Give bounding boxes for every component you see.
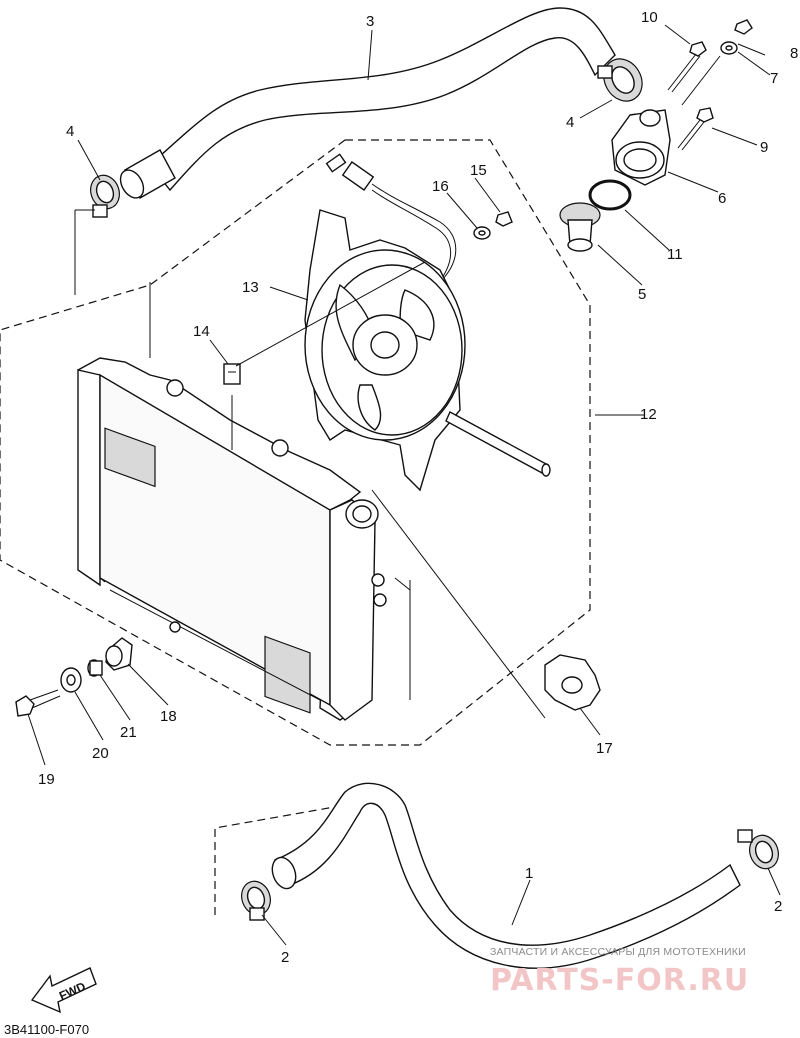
callout-17: 17 <box>596 740 613 757</box>
callout-16: 16 <box>432 178 449 195</box>
callout-6: 6 <box>718 190 726 207</box>
washer-20 <box>60 667 82 693</box>
radiator <box>77 357 387 721</box>
bolt-19 <box>15 689 61 717</box>
callout-2-right: 2 <box>774 898 782 915</box>
screw-15 <box>495 211 513 227</box>
callout-19: 19 <box>38 771 55 788</box>
lower-hose-boundary <box>214 805 341 915</box>
o-ring <box>588 179 632 211</box>
callout-1: 1 <box>525 865 533 882</box>
callout-15: 15 <box>470 162 487 179</box>
lower-radiator-hose <box>271 782 741 969</box>
thermostat-housing <box>611 109 671 186</box>
upper-radiator-hose <box>119 7 616 199</box>
bolt-9 <box>677 107 714 151</box>
callout-13: 13 <box>242 279 259 296</box>
callout-8: 8 <box>790 45 798 62</box>
callout-18: 18 <box>160 708 177 725</box>
leader-lines <box>27 24 781 946</box>
radiator-cap <box>544 654 601 711</box>
callout-9: 9 <box>760 139 768 156</box>
callout-20: 20 <box>92 745 109 762</box>
diagram-code: 3B41100-F070 <box>4 1022 89 1037</box>
callout-4-right: 4 <box>566 114 574 131</box>
cooling-fan-assembly <box>304 209 466 492</box>
washer-16 <box>473 226 491 240</box>
callout-10: 10 <box>641 9 658 26</box>
hose-clamp-upper-right <box>597 58 643 102</box>
bolt-8 <box>734 19 753 35</box>
callout-21: 21 <box>120 724 137 741</box>
bracket-14 <box>223 363 241 385</box>
grommet-18 <box>105 637 133 671</box>
fan-support-rod <box>445 411 551 477</box>
bolt-10 <box>667 41 707 93</box>
collar-21 <box>87 659 103 677</box>
hose-clamp-upper-left <box>90 174 120 218</box>
washer-7 <box>681 41 738 106</box>
callout-3: 3 <box>366 13 374 30</box>
callout-7: 7 <box>770 70 778 87</box>
callout-4-left: 4 <box>66 123 74 140</box>
callout-5: 5 <box>638 286 646 303</box>
radiator-assembly-boundary <box>0 139 591 746</box>
watermark-brand-logo: PARTS-FOR.RU <box>490 963 749 998</box>
callout-14: 14 <box>193 323 210 340</box>
watermark-tagline: ЗАПЧАСТИ И АКСЕССУАРЫ ДЛЯ МОТОТЕХНИКИ <box>490 946 746 958</box>
fan-wire-connector <box>325 153 457 287</box>
hose-clamp-lower-right <box>737 829 779 870</box>
watermark: ЗАПЧАСТИ И АКСЕССУАРЫ ДЛЯ МОТОТЕХНИКИ PA… <box>490 946 749 998</box>
hose-clamp-lower-left <box>241 880 271 921</box>
callout-2-left: 2 <box>281 949 289 966</box>
fwd-arrow-icon: FWD <box>30 967 97 1014</box>
thermostat <box>559 202 601 252</box>
callout-labels: 3 4 4 10 8 7 9 6 11 5 12 13 14 15 16 17 … <box>38 9 798 966</box>
callout-12: 12 <box>640 406 657 423</box>
callout-11: 11 <box>667 246 683 263</box>
